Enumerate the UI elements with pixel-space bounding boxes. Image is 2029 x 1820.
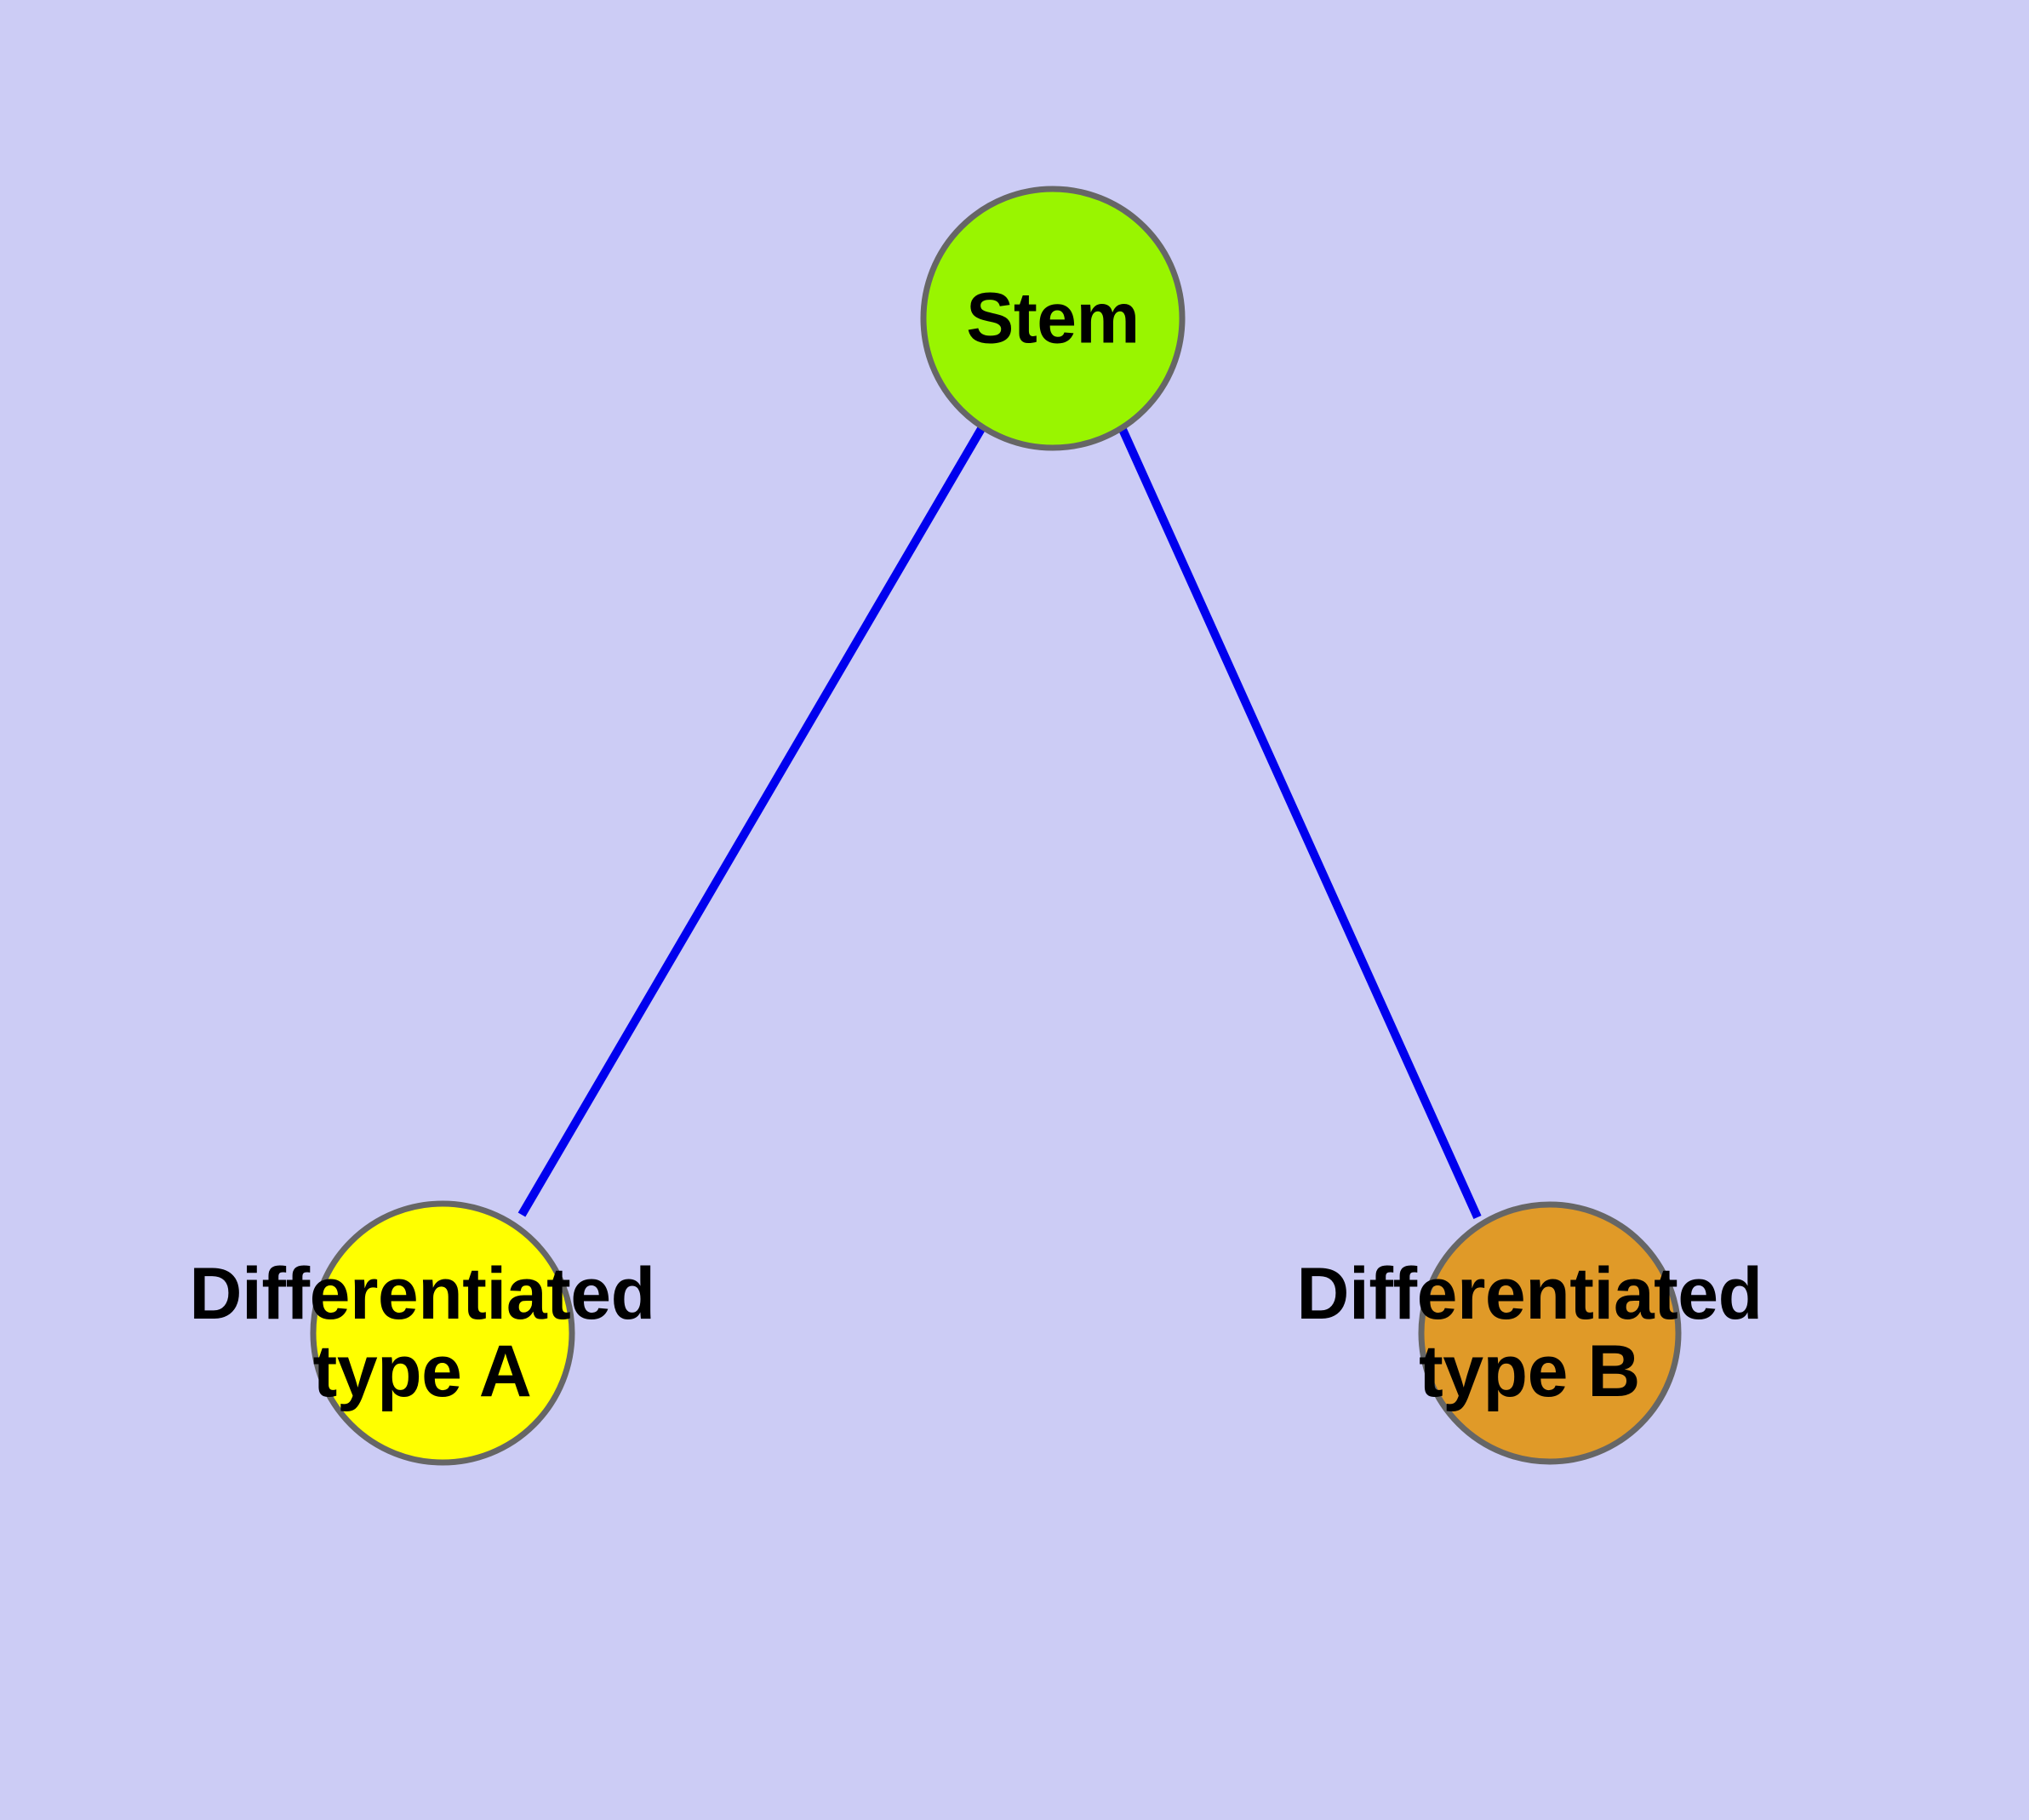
node-differentiated-type-b[interactable] <box>1418 1201 1682 1465</box>
edge-stem-to-differentiated-type-a[interactable] <box>517 425 986 1217</box>
node-differentiated-type-a[interactable] <box>310 1200 575 1466</box>
node-stem[interactable] <box>920 186 1186 451</box>
edge-stem-to-differentiated-type-b[interactable] <box>1117 423 1482 1220</box>
